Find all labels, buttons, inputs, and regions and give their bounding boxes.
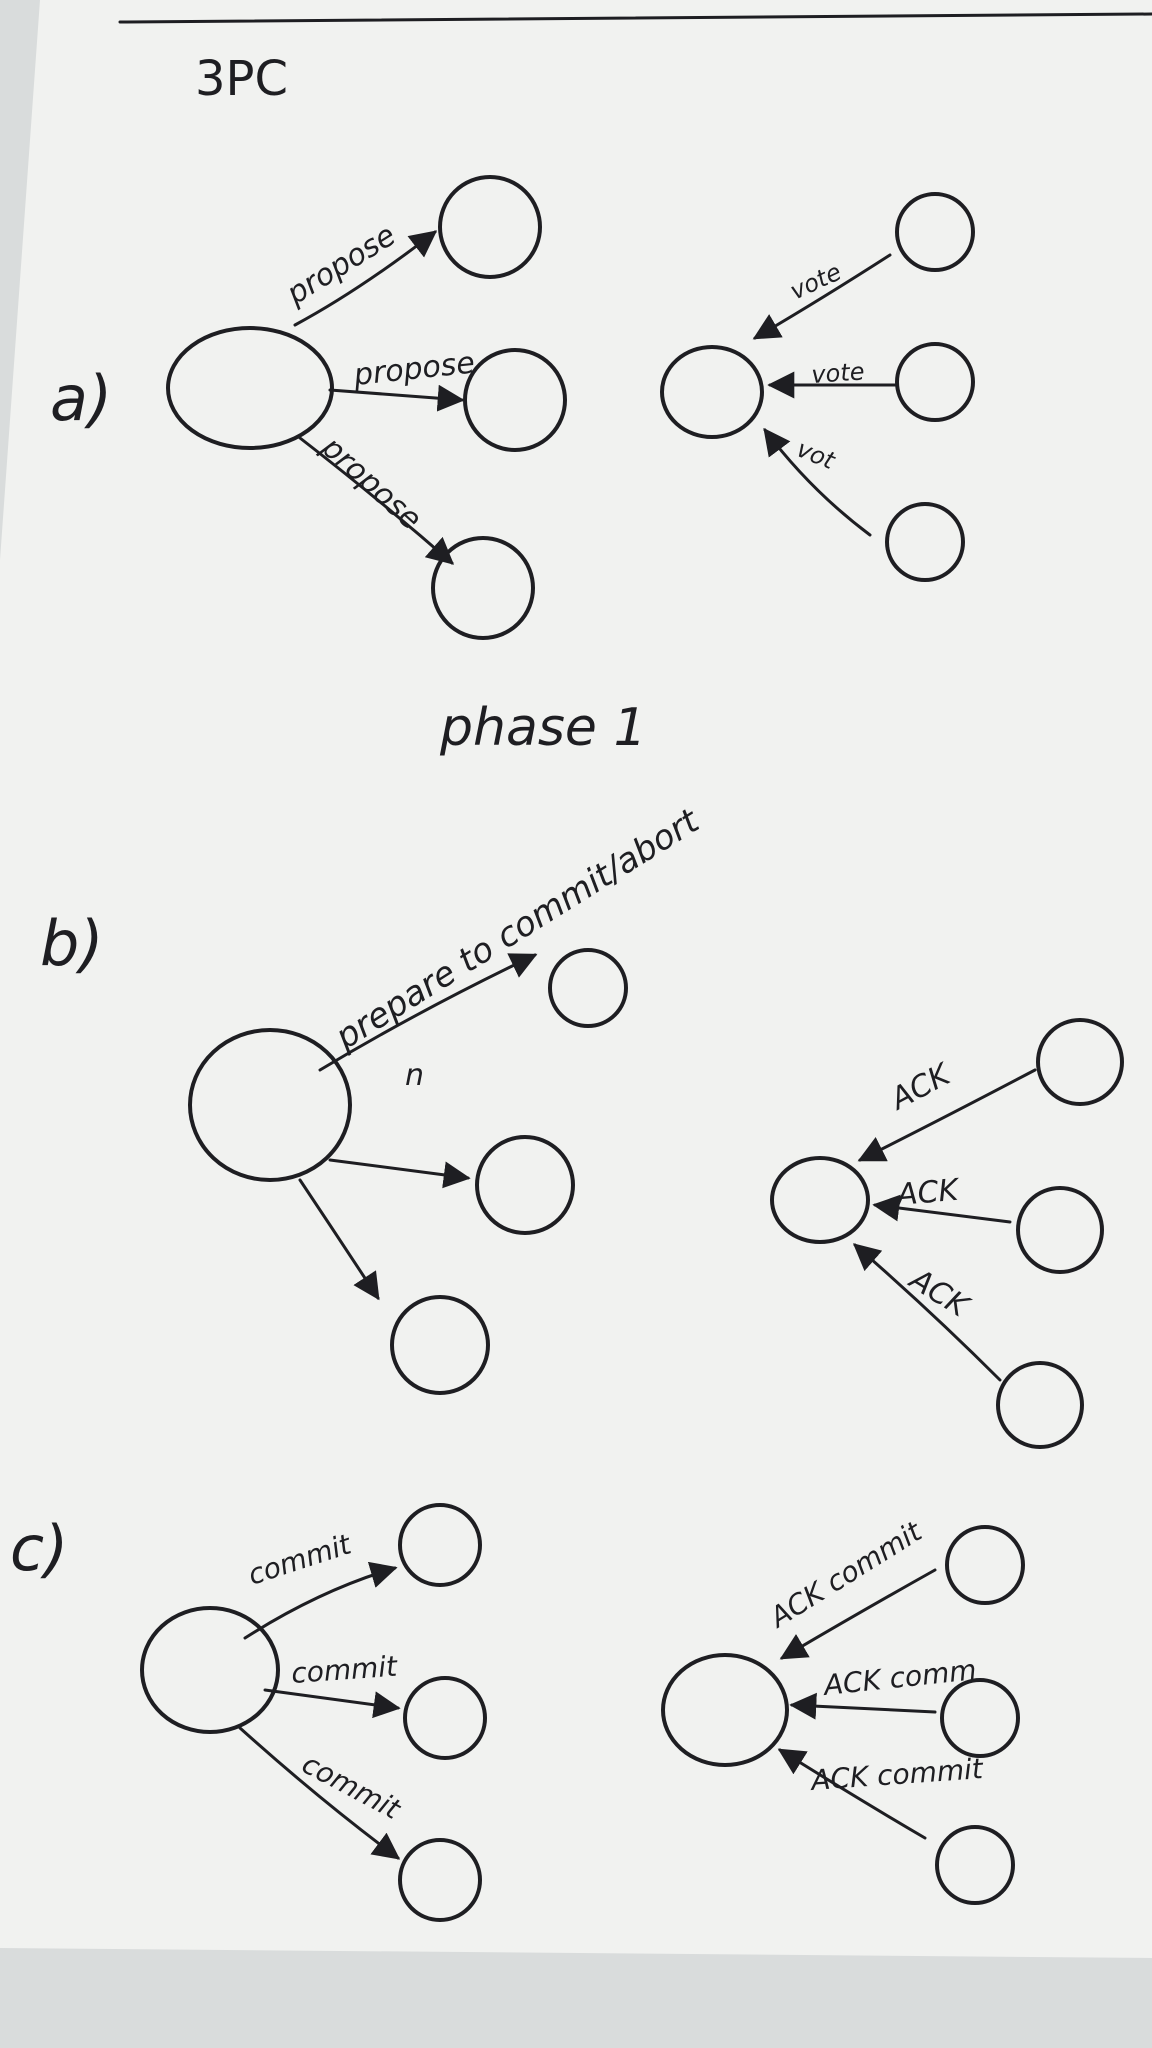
phase-caption: phase 1 [439,698,647,758]
participant-node [438,175,542,279]
coordinator-node [661,1653,789,1767]
participant-node [945,1525,1025,1605]
participant-node [1036,1018,1124,1106]
ack-arrow [852,1243,1002,1382]
commit-arrow [238,1726,401,1860]
section-a-label: a) [50,362,112,435]
ack-commit-arrow [777,1748,927,1840]
participant-node [398,1503,482,1587]
ack-label: ACK [894,1173,962,1214]
propose-arrow [293,230,438,327]
coordinator-node [188,1028,352,1182]
participant-node [403,1676,487,1760]
participant-node [431,536,535,640]
coordinator-node [166,326,334,450]
prepare-note: n [405,1058,424,1093]
vote-label: vote [810,357,865,389]
coordinator-node [770,1156,870,1244]
vote-arrow [763,427,872,537]
participant-node [390,1295,490,1395]
participant-node [475,1135,575,1235]
commit-label: commit [290,1650,399,1690]
page-title: 3PC [195,51,288,107]
coordinator-node [140,1606,280,1734]
vote-arrow [752,253,892,340]
participant-node [1016,1186,1104,1274]
ruled-top-line [118,12,1152,24]
section-c-label: c) [10,1512,68,1585]
propose-arrow [298,436,455,565]
ack-arrow [857,1068,1037,1162]
ack-commit-arrow [779,1568,937,1660]
ack-arrow [872,1194,1012,1224]
participant-node [548,948,628,1028]
propose-arrow [328,384,465,412]
participant-node [940,1678,1020,1758]
ack-commit-arrow [789,1692,937,1720]
participant-node [996,1361,1084,1449]
participant-node [895,192,975,272]
prepare-arrow [298,1178,380,1301]
commit-arrow [243,1561,398,1640]
section-b-label: b) [40,907,104,980]
participant-node [895,342,975,422]
prepare-arrow [318,953,538,1072]
participant-node [885,502,965,582]
prepare-arrow [328,1158,471,1189]
commit-arrow [263,1688,401,1719]
participant-node [935,1825,1015,1905]
coordinator-node [660,345,764,439]
participant-node [398,1838,482,1922]
participant-node [463,348,567,452]
paper-sheet [0,0,1152,1958]
